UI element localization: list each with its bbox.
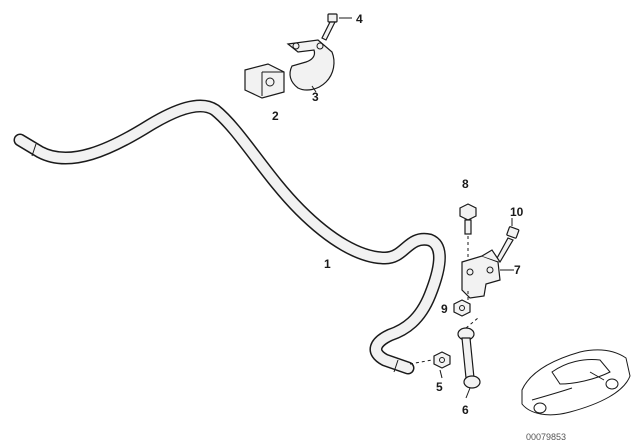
hex-bolt-upper bbox=[321, 13, 352, 41]
link-bracket bbox=[461, 249, 514, 299]
vehicle-thumbnail bbox=[521, 349, 631, 416]
rubber-mounting bbox=[244, 63, 285, 99]
callout-4: 4 bbox=[356, 12, 363, 26]
callout-3: 3 bbox=[312, 90, 319, 104]
stabilizer-bar bbox=[13, 99, 446, 375]
callout-9: 9 bbox=[441, 302, 448, 316]
callout-6: 6 bbox=[462, 403, 469, 417]
hex-nut-link bbox=[453, 290, 471, 317]
reference-code: 00079853 bbox=[526, 432, 566, 442]
callout-10: 10 bbox=[510, 205, 524, 219]
bracket bbox=[286, 39, 335, 93]
callout-7: 7 bbox=[514, 263, 521, 277]
hex-bolt-link bbox=[459, 203, 477, 258]
stabilizer-link bbox=[457, 317, 481, 399]
callout-5: 5 bbox=[436, 380, 443, 394]
callout-8: 8 bbox=[462, 177, 469, 191]
callout-1: 1 bbox=[324, 257, 331, 271]
hex-nut-lower bbox=[409, 351, 451, 379]
hex-bolt-side bbox=[495, 218, 520, 263]
callout-2: 2 bbox=[272, 109, 279, 123]
